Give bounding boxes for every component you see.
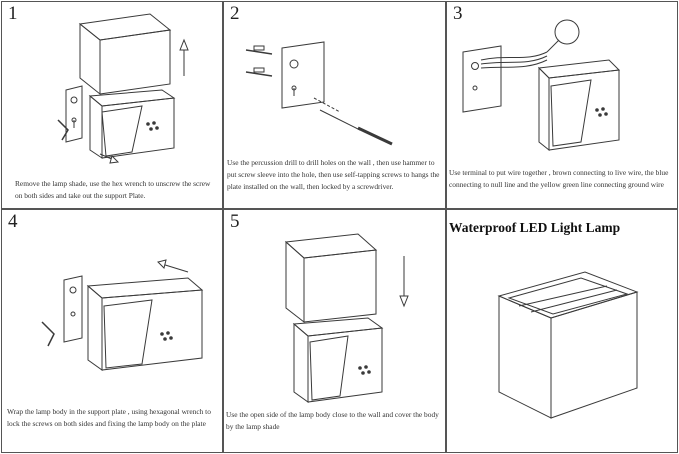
- step-4-number: 4: [8, 211, 18, 232]
- step-3-caption: Use terminal to put wire together , brow…: [449, 168, 669, 190]
- step-1-number: 1: [8, 3, 18, 24]
- step-5-caption: Use the open side of the lamp body close…: [226, 410, 439, 432]
- step-5-number: 5: [230, 211, 240, 232]
- product-panel: Waterproof LED Light Lamp: [446, 209, 678, 453]
- step-3-panel: 3 Use terminal to put wire together , br…: [446, 1, 678, 209]
- step-3-number: 3: [453, 3, 463, 24]
- product-illustration: [497, 271, 639, 419]
- step-1-panel: 1 Re: [1, 1, 223, 209]
- step-2-number: 2: [230, 3, 240, 24]
- step-1-illustration: [57, 13, 189, 164]
- step-4-panel: 4 Wrap the lamp body in the support plat…: [1, 209, 223, 453]
- step-4-illustration: [41, 259, 204, 371]
- step-1-caption: Remove the lamp shade, use the hex wrenc…: [15, 179, 211, 201]
- step-4-caption: Wrap the lamp body in the support plate …: [7, 407, 211, 429]
- step-5-illustration: [284, 233, 409, 403]
- step-3-illustration: [462, 19, 621, 152]
- step-2-caption: Use the percussion drill to drill holes …: [227, 158, 440, 192]
- product-title: Waterproof LED Light Lamp: [449, 220, 621, 235]
- step-5-panel: 5 Use the open side of the lamp body clo…: [223, 209, 446, 453]
- step-2-panel: 2 Use the percussion drill to drill hole…: [223, 1, 446, 209]
- step-2-illustration: [245, 41, 393, 146]
